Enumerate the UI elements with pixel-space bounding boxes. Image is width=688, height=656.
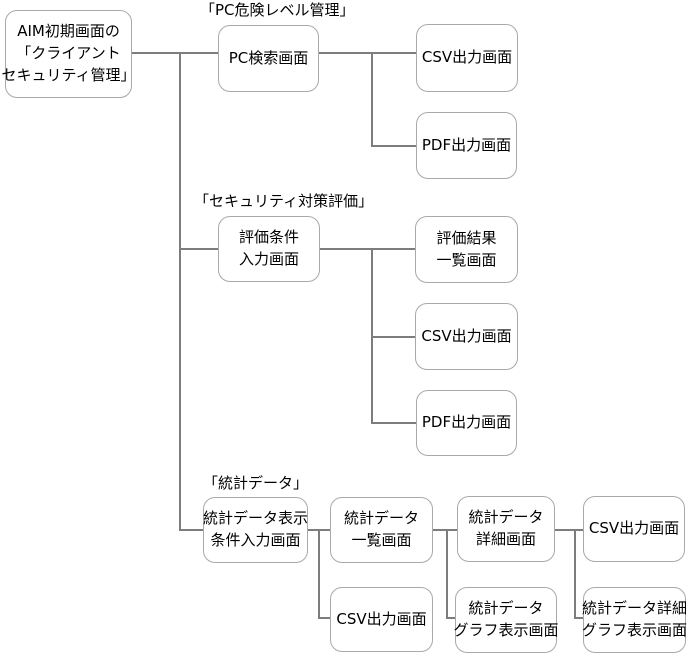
connector-pc-search-to-pdf: [372, 145, 416, 147]
node-label: CSV出力画面: [421, 326, 512, 345]
node-stat-list-screen: 統計データ 一覧画面: [330, 497, 433, 563]
connector-stat-list-to-stat-detail: [433, 529, 457, 531]
connector-pc-search-to-csv: [319, 52, 416, 54]
connector-stat-detail-branch-rail: [574, 529, 576, 619]
connector-eval-cond-to-csv: [372, 336, 415, 338]
node-label: 評価条件 入力画面: [238, 228, 299, 268]
node-label: PDF出力画面: [421, 413, 512, 432]
node-label: 統計データ詳細 グラフ表示画面: [582, 599, 688, 639]
node-label: 統計データ グラフ表示画面: [453, 599, 559, 639]
connector-eval-cond-to-eval-result: [320, 248, 415, 250]
connector-root-trunk: [179, 52, 181, 531]
node-label: PDF出力画面: [421, 135, 512, 154]
node-pc-pdf-output-screen: PDF出力画面: [416, 112, 517, 179]
node-eval-result-list-screen: 評価結果 一覧画面: [415, 216, 518, 283]
section-label-security-evaluation: 「セキュリティ対策評価」: [194, 192, 374, 210]
connector-stat-detail-to-detail-graph: [575, 617, 583, 619]
node-label: 評価結果 一覧画面: [436, 228, 497, 269]
connector-root-to-pc-search: [132, 52, 218, 54]
node-pc-search-screen: PC検索画面: [218, 25, 319, 92]
node-label: 統計データ 詳細画面: [468, 508, 544, 548]
node-label: CSV出力画面: [336, 609, 427, 628]
connector-stat-list-to-stat-graph: [447, 617, 455, 619]
connector-stat-detail-to-csv: [555, 529, 584, 531]
section-label-pc-risk-level: 「PC危険レベル管理」: [200, 1, 355, 19]
node-eval-csv-output-screen: CSV出力画面: [415, 303, 518, 370]
connector-trunk-to-stat-cond: [180, 529, 203, 531]
connector-trunk-to-eval-cond: [180, 248, 218, 250]
node-label: 統計データ 一覧画面: [343, 509, 419, 549]
node-stat-list-csv-output-screen: CSV出力画面: [330, 587, 433, 652]
node-label: PC検索画面: [228, 48, 309, 67]
node-aim-initial-screen: AIM初期画面の 「クライアント セキュリティ管理」: [1, 10, 136, 98]
connector-stat-cond-branch-rail: [318, 529, 320, 619]
node-eval-condition-input-screen: 評価条件 入力画面: [218, 216, 320, 282]
node-eval-pdf-output-screen: PDF出力画面: [416, 390, 517, 456]
node-stat-detail-screen: 統計データ 詳細画面: [457, 496, 555, 562]
connector-stat-cond-to-csv: [319, 617, 330, 619]
connector-eval-cond-to-pdf: [372, 422, 416, 424]
node-pc-csv-output-screen: CSV出力画面: [416, 24, 518, 92]
connector-stat-list-branch-rail: [446, 529, 448, 619]
node-label: CSV出力画面: [588, 519, 680, 538]
node-label: CSV出力画面: [421, 48, 513, 67]
node-stat-graph-display-screen: 統計データ グラフ表示画面: [453, 587, 559, 653]
node-stat-detail-graph-display-screen: 統計データ詳細 グラフ表示画面: [582, 587, 688, 653]
connector-pc-search-branch-rail: [371, 52, 373, 147]
section-label-statistics: 「統計データ」: [203, 474, 309, 492]
node-label: 統計データ表示 条件入力画面: [203, 509, 309, 549]
node-label: AIM初期画面の 「クライアント セキュリティ管理」: [1, 22, 136, 84]
node-stat-detail-csv-output-screen: CSV出力画面: [583, 496, 685, 562]
node-stat-display-condition-input-screen: 統計データ表示 条件入力画面: [203, 497, 308, 563]
